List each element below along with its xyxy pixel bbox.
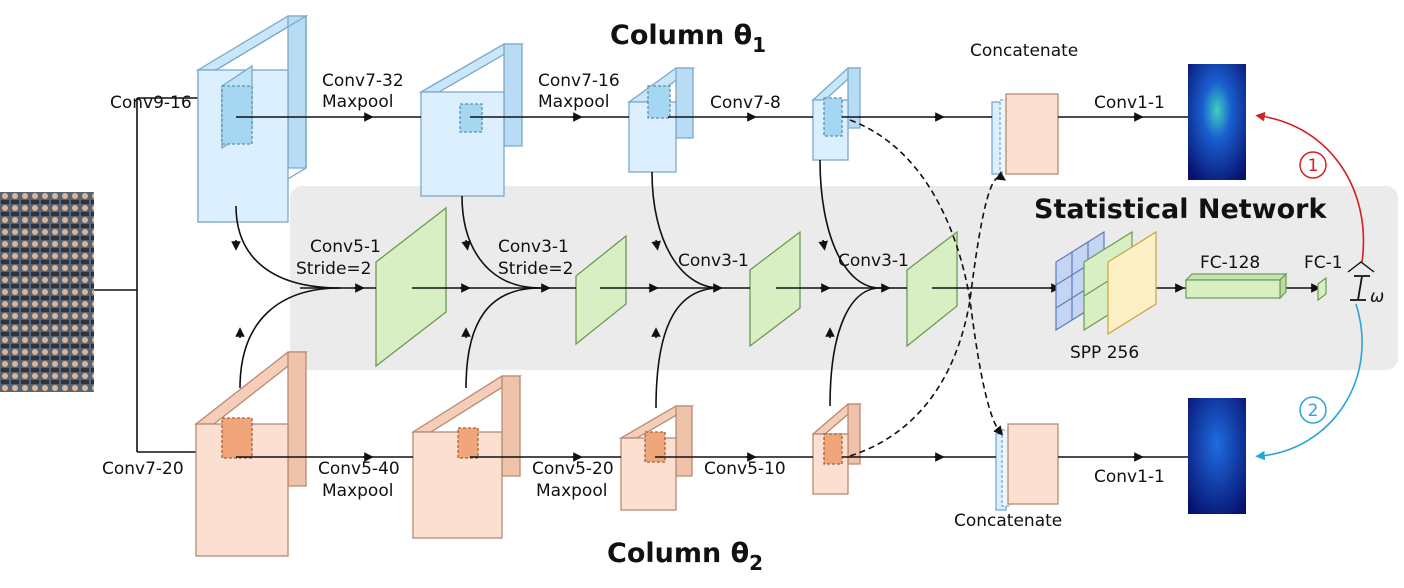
label-conv7-8: Conv7-8: [710, 93, 781, 113]
label-fc128: FC-128: [1200, 253, 1260, 273]
marker-two: 2: [1308, 401, 1319, 421]
label-conv1-1-top: Conv1-1: [1094, 93, 1165, 113]
orange-feature-block-4: [811, 403, 862, 495]
label-conv5-20: Conv5-20: [532, 459, 614, 479]
statistical-network-title: Statistical Network: [1034, 194, 1327, 225]
blue-feature-block-4: [811, 67, 862, 161]
label-conv7-16: Conv7-16: [538, 71, 620, 91]
marker-one-circle: [1299, 151, 1327, 179]
red-feedback-arrow: [1255, 111, 1365, 263]
label-conv1-1-bottom: Conv1-1: [1094, 467, 1165, 487]
label-conv9-16: Conv9-16: [110, 93, 192, 113]
marker-one: 1: [1308, 156, 1319, 176]
label-fc1: FC-1: [1304, 253, 1343, 273]
concat-block-top: [991, 93, 1059, 175]
label-conv5-40: Conv5-40: [318, 459, 400, 479]
label-conv3-1-c: Conv3-1: [838, 251, 909, 271]
top-column-title: Column θ1: [610, 20, 766, 57]
label-stride2-1: Stride=2: [296, 259, 371, 279]
bottom-column-title: Column θ2: [607, 538, 763, 575]
concat-block-bottom: [995, 423, 1059, 511]
omega-subscript: ω: [1370, 287, 1384, 307]
crowd-input-image: [0, 192, 94, 392]
label-maxpool-3: Maxpool: [322, 481, 393, 501]
label-conv3-1-a: Conv3-1: [498, 237, 569, 257]
fc1-block: [1317, 276, 1327, 302]
green-planes: [375, 206, 958, 368]
label-conv3-1-b: Conv3-1: [678, 251, 749, 271]
density-map-top: [1188, 64, 1246, 180]
label-conv7-20: Conv7-20: [102, 459, 184, 479]
blue-feature-block-3: [626, 67, 696, 173]
orange-feature-block-2: [410, 375, 523, 539]
density-map-bottom: [1188, 398, 1246, 514]
label-conv7-32: Conv7-32: [322, 71, 404, 91]
blue-feature-block-2: [418, 43, 525, 197]
marker-two-circle: [1299, 396, 1327, 424]
label-spp: SPP 256: [1070, 343, 1139, 363]
fc128-block: [1184, 272, 1288, 300]
spp-grid-yellow: [1107, 230, 1157, 336]
trunk-lines: [94, 97, 200, 453]
cyan-feedback-arrow: [1255, 303, 1363, 461]
label-maxpool-4: Maxpool: [536, 481, 607, 501]
dashed-cross-arrows: [849, 119, 1007, 457]
stat-network-arrowheads: [231, 239, 1321, 338]
label-stride2-2: Stride=2: [498, 259, 573, 279]
label-concatenate-top: Concatenate: [970, 41, 1078, 61]
i-omega-symbol: ω: [1347, 261, 1384, 307]
label-conv5-10: Conv5-10: [704, 459, 786, 479]
orange-feature-block-3: [618, 405, 695, 511]
blue-feature-block-1: [195, 14, 309, 223]
orange-feature-block-1: [194, 351, 308, 557]
label-maxpool-2: Maxpool: [538, 92, 609, 112]
label-conv5-1: Conv5-1: [310, 237, 381, 257]
label-concatenate-bottom: Concatenate: [954, 511, 1062, 531]
label-maxpool-1: Maxpool: [322, 92, 393, 112]
